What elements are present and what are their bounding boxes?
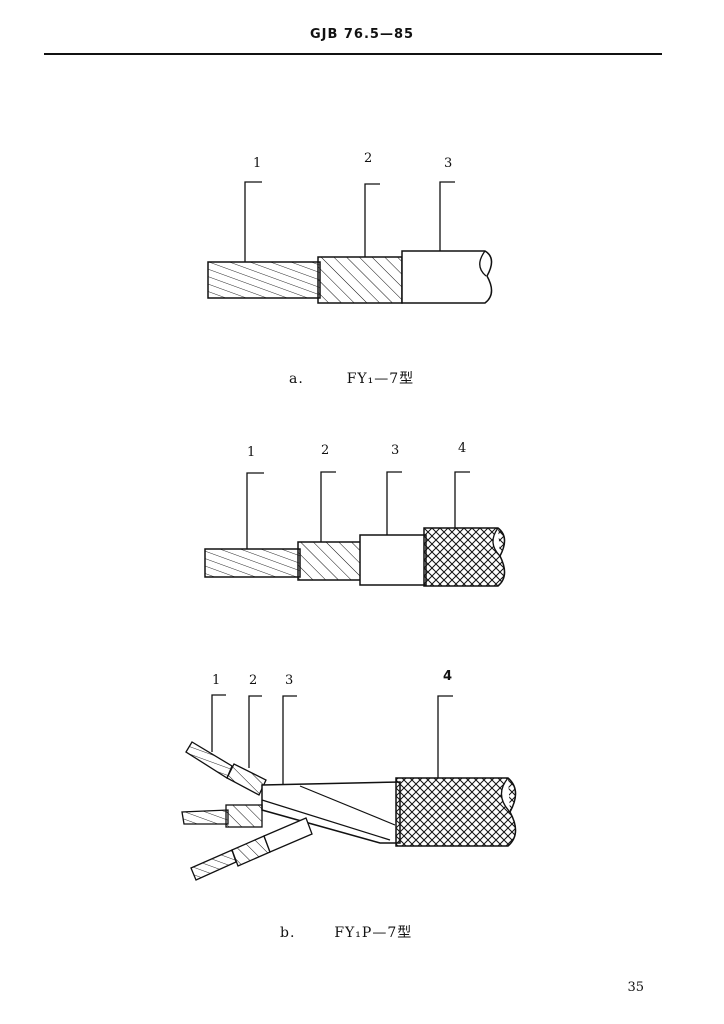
figure-b1-callouts: [246, 471, 470, 549]
fig-b1-label-2: 2: [321, 443, 329, 458]
fig-a-sheath: [401, 250, 493, 304]
document-code: GJB 76.5—85: [309, 27, 415, 42]
figure-b-caption: b. FY₁P—7型: [280, 922, 412, 942]
fig-b2-middle-insulation: [225, 804, 263, 828]
fig-b2-lower-sheath: [263, 817, 313, 853]
fig-a-label-3: 3: [444, 156, 452, 171]
figure-b1-cable: [204, 527, 506, 587]
fig-a-conductor: [207, 261, 321, 299]
fig-b1-sheath: [359, 534, 427, 586]
figure-b-caption-letter: b.: [280, 925, 296, 941]
fig-b2-middle-conductor: [181, 809, 229, 825]
figure-a-callouts: [244, 181, 455, 262]
fig-a-label-1: 1: [253, 156, 261, 171]
fig-b2-label-2: 2: [249, 673, 257, 688]
figure-a-caption-text: FY₁—7型: [346, 371, 415, 387]
figure-b-caption-text: FY₁P—7型: [334, 925, 413, 941]
figure-b2-callouts: [211, 694, 453, 784]
fig-b2-braid: [395, 777, 517, 847]
fig-b2-label-3: 3: [285, 673, 293, 688]
figure-a-caption-letter: a.: [289, 371, 304, 387]
header-rule: [44, 53, 662, 55]
fig-b2-lower-insulation: [231, 835, 271, 867]
fig-b1-conductor: [204, 548, 301, 578]
figure-a-caption: a. FY₁—7型: [289, 368, 414, 388]
fig-b2-upper-conductor: [185, 741, 233, 779]
fig-a-label-2: 2: [364, 151, 372, 166]
fig-b2-lower-conductor: [190, 849, 237, 881]
fig-b1-insulation: [297, 541, 363, 581]
fig-b1-label-4: 4: [458, 441, 466, 456]
fig-b2-label-4: 4: [443, 669, 452, 684]
fig-b1-label-3: 3: [391, 443, 399, 458]
figure-b2-cable: [181, 741, 517, 881]
page-number: 35: [627, 980, 644, 995]
fig-b2-label-1: 1: [212, 673, 220, 688]
figure-a-cable: [207, 250, 493, 304]
fig-b1-braid: [423, 527, 506, 587]
fig-b2-upper-insulation: [226, 763, 267, 796]
fig-a-insulation: [317, 256, 403, 304]
fig-b1-label-1: 1: [247, 445, 255, 460]
